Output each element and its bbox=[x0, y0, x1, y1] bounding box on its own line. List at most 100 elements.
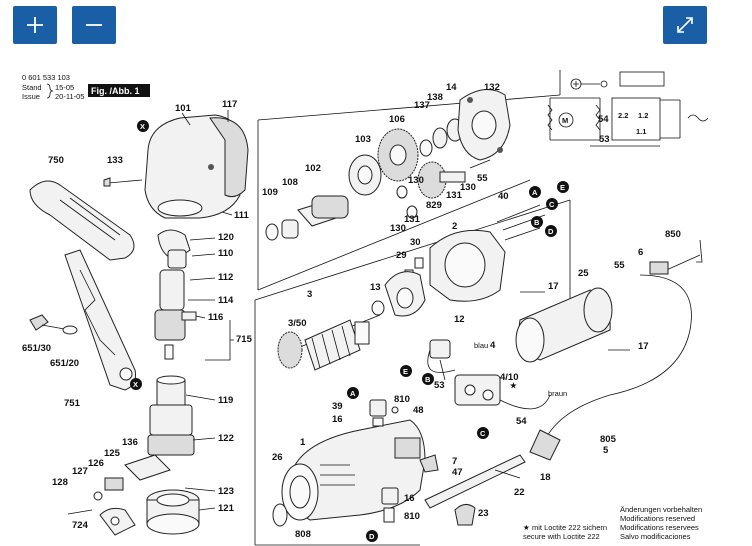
callout-x-bottom bbox=[130, 378, 142, 390]
label-4-10: 4/10 bbox=[500, 372, 519, 383]
bearing-103 bbox=[348, 154, 382, 196]
plus-icon bbox=[27, 17, 43, 33]
zoom-out-button[interactable] bbox=[72, 6, 116, 44]
label-4: 4 bbox=[490, 340, 496, 351]
label-53a: 53 bbox=[434, 380, 445, 391]
footer-notes: Änderungen vorbehalten Modifications res… bbox=[523, 505, 702, 541]
stand-value: 15-05 bbox=[55, 83, 74, 92]
ring-26 bbox=[272, 503, 288, 527]
label-55b: 55 bbox=[614, 260, 625, 271]
label-3: 3 bbox=[307, 289, 312, 300]
motor-housing-1 bbox=[281, 419, 426, 521]
label-102: 102 bbox=[305, 163, 321, 174]
loctite-de: mit Loctite 222 sichern bbox=[532, 523, 607, 532]
spindle-assembly bbox=[147, 375, 195, 456]
label-17b: 17 bbox=[638, 341, 649, 352]
label-130a: 130 bbox=[460, 182, 476, 193]
modifications-fr: Modifications reservees bbox=[620, 523, 699, 532]
label-651-20: 651/20 bbox=[50, 358, 79, 369]
fullscreen-button[interactable] bbox=[663, 6, 707, 44]
label-48: 48 bbox=[413, 405, 424, 416]
modifications-es: Salvo modificaciones bbox=[620, 532, 691, 541]
callout-b-mid bbox=[422, 373, 434, 385]
label-110: 110 bbox=[218, 248, 233, 259]
label-138: 138 bbox=[427, 92, 443, 103]
issue-value: 20-11-05 bbox=[55, 92, 84, 101]
label-126: 126 bbox=[88, 458, 104, 469]
svg-text:C: C bbox=[549, 200, 555, 209]
label-25: 25 bbox=[578, 268, 589, 279]
svg-text:A: A bbox=[350, 389, 356, 398]
callouts: X X A E C B D E B C A D bbox=[130, 120, 569, 542]
label-17a: 17 bbox=[548, 281, 559, 292]
power-cable bbox=[529, 239, 703, 461]
label-26: 26 bbox=[272, 452, 283, 463]
screw-133 bbox=[103, 177, 143, 187]
label-121: 121 bbox=[218, 503, 235, 514]
label-750: 750 bbox=[48, 155, 64, 166]
label-101: 101 bbox=[175, 103, 192, 114]
stand-label: Stand bbox=[22, 83, 42, 92]
label-122: 122 bbox=[218, 433, 234, 444]
label-7: 7 bbox=[452, 456, 457, 467]
wiring-diagram: M bbox=[547, 71, 709, 147]
gear-head-101 bbox=[144, 114, 249, 219]
label-39: 39 bbox=[332, 401, 343, 412]
label-23: 23 bbox=[478, 508, 489, 519]
label-2-2: 2.2 bbox=[618, 111, 628, 120]
zoom-in-button[interactable] bbox=[13, 6, 57, 44]
svg-text:X: X bbox=[133, 380, 138, 389]
label-16b: 16 bbox=[404, 493, 415, 504]
label-22: 22 bbox=[514, 487, 525, 498]
svg-text:D: D bbox=[548, 227, 554, 236]
label-braun: braun bbox=[548, 389, 567, 398]
label-810a: 810 bbox=[394, 394, 410, 405]
callout-d-bottom bbox=[366, 530, 378, 542]
svg-text:X: X bbox=[140, 122, 145, 131]
callout-c-mid bbox=[477, 427, 489, 439]
svg-text:B: B bbox=[425, 375, 431, 384]
bracket-751 bbox=[64, 249, 136, 391]
modifications-de: Änderungen vorbehalten bbox=[620, 505, 702, 514]
gear-106 bbox=[377, 128, 419, 182]
modifications-en: Modifications reserved bbox=[620, 514, 695, 523]
label-751: 751 bbox=[64, 398, 81, 409]
label-blau: blau bbox=[474, 341, 488, 350]
star-symbol: ★ bbox=[523, 523, 530, 532]
label-55a: 55 bbox=[477, 173, 488, 184]
label-16a: 16 bbox=[332, 414, 343, 425]
label-1: 1 bbox=[300, 437, 306, 448]
callout-x-top bbox=[137, 120, 149, 132]
callout-e-mid bbox=[400, 365, 412, 377]
label-1-2: 1.2 bbox=[638, 111, 648, 120]
loctite-en: secure with Loctite 222 bbox=[523, 532, 600, 541]
label-2: 2 bbox=[452, 221, 457, 232]
gear-829 bbox=[396, 159, 491, 219]
label-106: 106 bbox=[389, 114, 405, 125]
label-13: 13 bbox=[370, 282, 381, 293]
label-131a: 131 bbox=[446, 190, 463, 201]
brush-parts-upper bbox=[369, 399, 399, 427]
label-1-1: 1.1 bbox=[636, 127, 646, 136]
loctite-star: ★ bbox=[510, 381, 518, 390]
label-3-50: 3/50 bbox=[288, 318, 307, 329]
label-133: 133 bbox=[107, 155, 123, 166]
svg-text:C: C bbox=[480, 429, 486, 438]
label-724: 724 bbox=[72, 520, 89, 531]
label-829: 829 bbox=[426, 200, 442, 211]
label-119: 119 bbox=[218, 395, 233, 406]
callout-a-mid bbox=[347, 387, 359, 399]
brush-parts-lower bbox=[381, 487, 399, 523]
label-6: 6 bbox=[638, 247, 643, 258]
label-130b: 130 bbox=[408, 175, 424, 186]
label-808: 808 bbox=[295, 529, 311, 540]
label-54b: 54 bbox=[598, 114, 609, 125]
label-125: 125 bbox=[104, 448, 121, 459]
svg-text:E: E bbox=[403, 367, 408, 376]
label-108: 108 bbox=[282, 177, 298, 188]
shaft-parts bbox=[265, 195, 349, 241]
leader-lines bbox=[181, 110, 234, 511]
stator-2 bbox=[429, 204, 546, 302]
label-53b: 53 bbox=[599, 134, 610, 145]
svg-text:M: M bbox=[562, 116, 568, 125]
